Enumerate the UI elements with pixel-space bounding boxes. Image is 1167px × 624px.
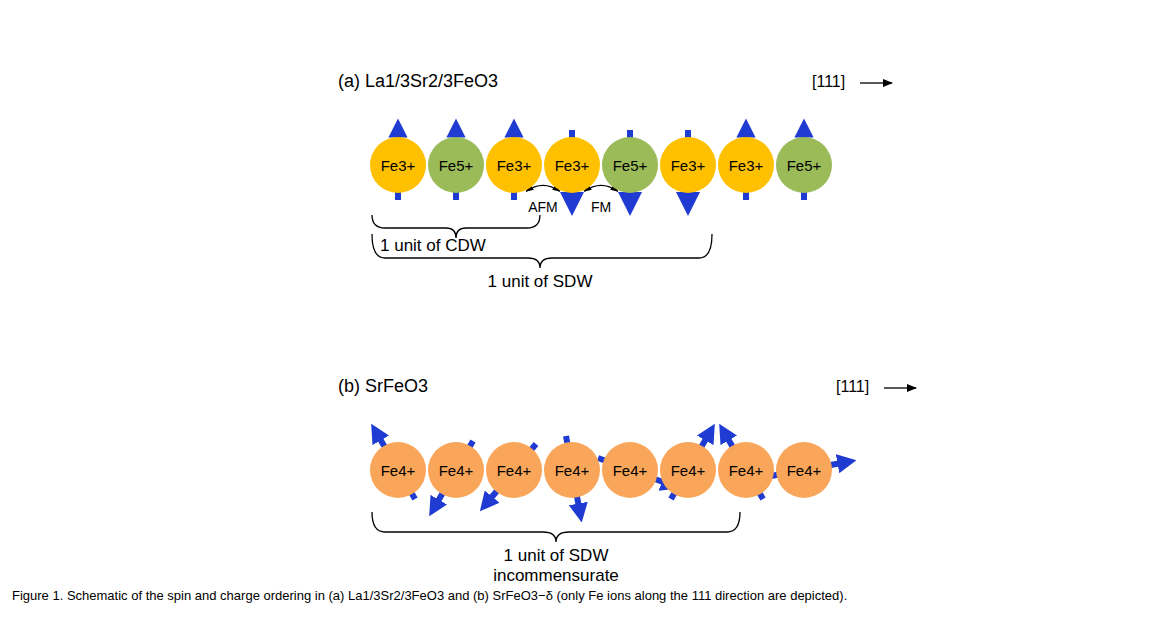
fe-ion-circle: Fe3+ xyxy=(660,137,716,193)
brace-label: 1 unit of SDW incommensurate xyxy=(481,546,631,586)
brace-label: 1 unit of SDW xyxy=(488,272,593,292)
ion-label: Fe3+ xyxy=(555,157,590,174)
direction-arrows xyxy=(860,83,916,388)
ion-label: Fe5+ xyxy=(439,157,474,174)
ion-label: Fe4+ xyxy=(613,462,648,479)
ion-label: Fe3+ xyxy=(729,157,764,174)
fe-ion-circle: Fe4+ xyxy=(370,442,426,498)
figure-caption: Figure 1. Schematic of the spin and char… xyxy=(12,588,1152,604)
ion-label: Fe5+ xyxy=(613,157,648,174)
coupling-label: AFM xyxy=(528,199,558,215)
ion-label: Fe4+ xyxy=(729,462,764,479)
ion-label: Fe3+ xyxy=(497,157,532,174)
fe-ion-circle: Fe5+ xyxy=(776,137,832,193)
direction-label: [111] xyxy=(812,73,845,91)
panel-title: (a) La1/3Sr2/3FeO3 xyxy=(338,71,498,92)
spin-arrows xyxy=(376,128,847,513)
direction-label: [111] xyxy=(836,378,869,396)
panel-title: (b) SrFeO3 xyxy=(338,376,428,397)
ion-label: Fe5+ xyxy=(787,157,822,174)
ion-label: Fe4+ xyxy=(787,462,822,479)
fe-ion-circle: Fe4+ xyxy=(428,442,484,498)
fe-ion-circle: Fe4+ xyxy=(776,442,832,498)
fe-ion-circle: Fe4+ xyxy=(718,442,774,498)
ion-label: Fe4+ xyxy=(555,462,590,479)
fe-ion-circle: Fe4+ xyxy=(486,442,542,498)
fe-ion-circle: Fe5+ xyxy=(602,137,658,193)
fe-ion-circle: Fe4+ xyxy=(660,442,716,498)
coupling-label: FM xyxy=(591,199,611,215)
ion-label: Fe3+ xyxy=(381,157,416,174)
ion-label: Fe4+ xyxy=(439,462,474,479)
ion-label: Fe4+ xyxy=(381,462,416,479)
fe-ion-circle: Fe4+ xyxy=(544,442,600,498)
ion-label: Fe4+ xyxy=(497,462,532,479)
ion-label: Fe3+ xyxy=(671,157,706,174)
fe-ion-circle: Fe5+ xyxy=(428,137,484,193)
ion-label: Fe4+ xyxy=(671,462,706,479)
fe-ion-circle: Fe4+ xyxy=(602,442,658,498)
fe-ion-circle: Fe3+ xyxy=(486,137,542,193)
fe-ion-circle: Fe3+ xyxy=(544,137,600,193)
fe-ion-circle: Fe3+ xyxy=(718,137,774,193)
brace-label: 1 unit of CDW xyxy=(380,236,486,256)
fe-ion-circle: Fe3+ xyxy=(370,137,426,193)
